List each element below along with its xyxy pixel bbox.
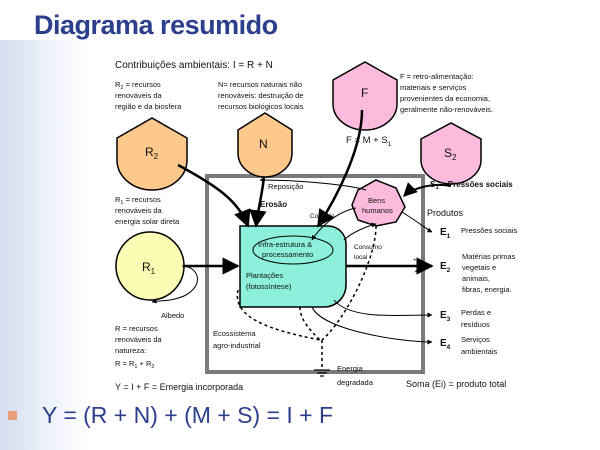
svg-text:R = R1 + R2: R = R1 + R2 bbox=[115, 359, 154, 370]
svg-text:natureza:: natureza: bbox=[115, 346, 146, 355]
r-description: R = recursos renováveis da natureza: R =… bbox=[115, 324, 163, 370]
energia-label-2: degradada bbox=[337, 378, 374, 387]
source-s2 bbox=[420, 122, 482, 185]
heat-sink-icon bbox=[314, 369, 330, 377]
flow-f bbox=[316, 109, 364, 228]
svg-text:Perdas e: Perdas e bbox=[461, 308, 491, 317]
svg-text:renováveis da: renováveis da bbox=[115, 206, 163, 215]
output-e4: E4 Serviços ambientais bbox=[440, 335, 498, 356]
svg-text:N= recursos naturais não: N= recursos naturais não bbox=[218, 80, 302, 89]
svg-text:animais,: animais, bbox=[462, 274, 490, 283]
ecossistema-label-2: agro-industrial bbox=[213, 341, 261, 350]
output-e3: E3 Perdas e resíduos bbox=[440, 308, 491, 329]
consumo-label-2: local bbox=[354, 254, 368, 261]
source-r2 bbox=[116, 117, 188, 191]
svg-text:R1 = recursos: R1 = recursos bbox=[115, 195, 161, 206]
plantacoes-node bbox=[239, 225, 347, 308]
svg-text:renováveis da: renováveis da bbox=[115, 335, 163, 344]
s1-label: S1 = Pressões sociais bbox=[430, 180, 513, 191]
produtos-label: Produtos bbox=[427, 208, 464, 218]
bullet-icon bbox=[8, 411, 17, 420]
f-description: F = retro-alimentação: materiais e servi… bbox=[400, 72, 493, 114]
svg-text:E4: E4 bbox=[440, 338, 451, 351]
heat-flow-3 bbox=[321, 225, 377, 341]
bens-label-2: humanos bbox=[362, 206, 393, 215]
infra-ellipse bbox=[252, 235, 334, 265]
consumo-arrow bbox=[343, 222, 377, 241]
svg-text:renováveis: destruição de: renováveis: destruição de bbox=[218, 91, 303, 100]
svg-text:E2: E2 bbox=[440, 261, 451, 274]
page-title: Diagrama resumido bbox=[34, 10, 278, 40]
source-f bbox=[332, 61, 398, 131]
plantacoes-label-2: (fotossíntese) bbox=[246, 282, 292, 291]
svg-text:provenientes da economia,: provenientes da economia, bbox=[400, 94, 490, 103]
contributions-label: Contribuições ambientais: I = R + N bbox=[115, 60, 273, 71]
reposicao-arrow bbox=[259, 177, 367, 191]
background-gradient bbox=[0, 40, 90, 450]
source-f-label: F bbox=[361, 86, 368, 100]
albedo-label: Albedo bbox=[161, 311, 184, 320]
f-equation: F = M + S1 bbox=[346, 135, 392, 148]
infra-label-2: processamento bbox=[262, 250, 313, 259]
output-e2-dashed-tick bbox=[413, 258, 423, 274]
erosao-label: Erosão bbox=[260, 200, 287, 209]
svg-text:E3: E3 bbox=[440, 310, 451, 323]
svg-text:recursos biológicos locais: recursos biológicos locais bbox=[218, 102, 304, 111]
output-e4-flow bbox=[311, 306, 433, 345]
heat-flow-2 bbox=[299, 306, 321, 341]
flow-s2 bbox=[403, 182, 452, 197]
svg-text:R2 = recursos: R2 = recursos bbox=[115, 80, 161, 91]
svg-text:renováveis da: renováveis da bbox=[115, 91, 163, 100]
bens-label-1: Bens bbox=[368, 196, 385, 205]
controle-arrow bbox=[311, 207, 357, 241]
svg-text:resíduos: resíduos bbox=[461, 320, 490, 329]
svg-text:materiais e serviços: materiais e serviços bbox=[400, 83, 467, 92]
svg-text:E1: E1 bbox=[440, 227, 451, 240]
albedo-arrow bbox=[151, 265, 198, 304]
y-definition: Y = I + F = Emergia incorporada bbox=[115, 382, 243, 392]
source-n-label: N bbox=[259, 137, 268, 151]
summary-equation: Y = (R + N) + (M + S) = I + F bbox=[42, 402, 333, 428]
svg-text:ambientais: ambientais bbox=[461, 347, 498, 356]
output-e3-flow bbox=[333, 299, 433, 318]
svg-text:vegetais e: vegetais e bbox=[462, 263, 496, 272]
heat-flow-1 bbox=[236, 289, 321, 341]
ecossistema-label-1: Ecossistema bbox=[213, 329, 256, 338]
svg-text:R = recursos: R = recursos bbox=[115, 324, 158, 333]
svg-text:região e da biosfera: região e da biosfera bbox=[115, 102, 182, 111]
n-description: N= recursos naturais não renováveis: des… bbox=[218, 80, 304, 111]
source-n bbox=[237, 112, 293, 178]
controle-label: Controle bbox=[310, 213, 335, 220]
r1-description: R1 = recursos renováveis da energia sola… bbox=[115, 195, 180, 226]
output-e1: E1 Pressões sociais bbox=[440, 226, 518, 240]
flow-r2 bbox=[177, 163, 251, 228]
svg-text:energia solar direta: energia solar direta bbox=[115, 217, 180, 226]
reposicao-label: Reposição bbox=[268, 182, 303, 191]
consumo-label-1: Consumo bbox=[354, 244, 382, 251]
r2-description: R2 = recursos renováveis da região e da … bbox=[115, 80, 182, 111]
plantacoes-label-1: Plantações bbox=[246, 271, 283, 280]
output-e2: E2 Matérias primas vegetais e animais, f… bbox=[440, 252, 516, 294]
svg-text:fibras, energia.: fibras, energia. bbox=[462, 285, 512, 294]
soma-label: Soma (Ei) = produto total bbox=[406, 379, 506, 389]
infra-label-1: Infra-estrutura & bbox=[258, 240, 312, 249]
svg-text:F = retro-alimentação:: F = retro-alimentação: bbox=[400, 72, 474, 81]
svg-text:geralmente não-renováveis.: geralmente não-renováveis. bbox=[400, 105, 493, 114]
bens-humanos-node bbox=[351, 179, 406, 227]
energia-label-1: Energia bbox=[337, 364, 364, 373]
svg-text:Matérias primas: Matérias primas bbox=[462, 252, 516, 261]
svg-text:Pressões sociais: Pressões sociais bbox=[461, 226, 518, 235]
svg-text:Serviços: Serviços bbox=[461, 335, 490, 344]
output-e1-flow bbox=[401, 211, 433, 233]
